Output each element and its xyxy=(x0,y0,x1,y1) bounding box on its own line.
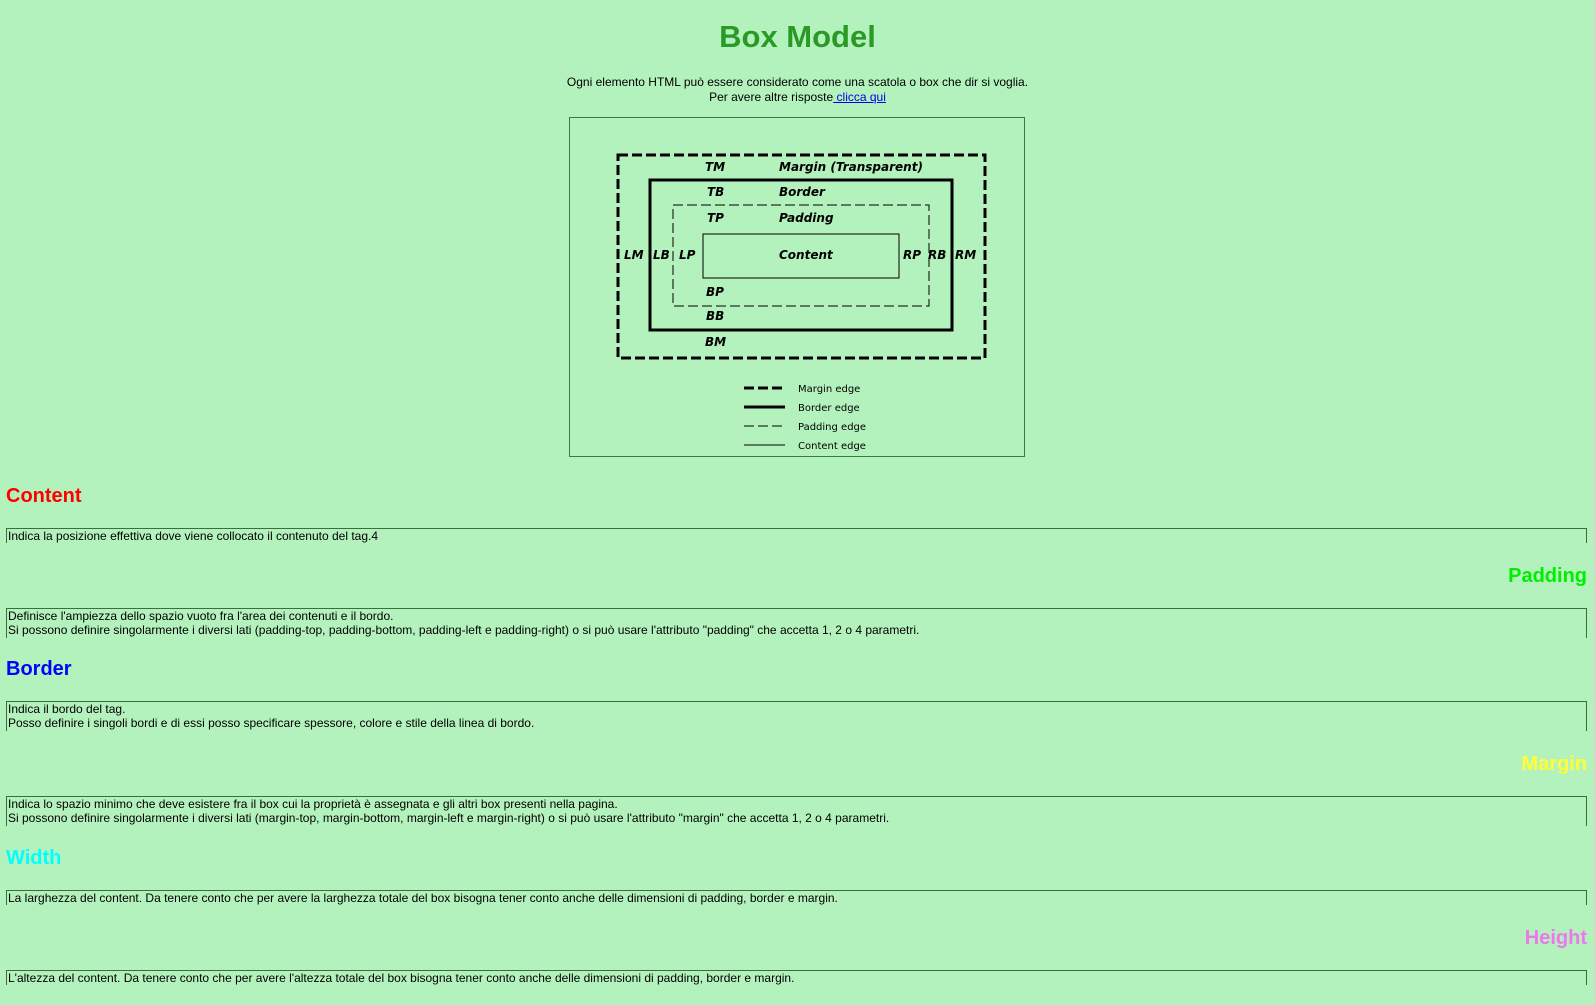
margin-description: Indica lo spazio minimo che deve esister… xyxy=(6,796,1587,826)
label-rm: RM xyxy=(955,248,976,262)
legend-padding-edge: Padding edge xyxy=(798,422,866,433)
height-description: L'altezza del content. Da tenere conto c… xyxy=(6,970,1587,985)
padding-line-2: Si possono definire singolarmente i dive… xyxy=(8,623,920,637)
intro-line-1: Ogni elemento HTML può essere considerat… xyxy=(566,75,1029,89)
border-edge-box xyxy=(648,178,954,332)
label-bm: BM xyxy=(705,335,726,349)
page-title: Box Model xyxy=(719,19,876,54)
label-tm: TM xyxy=(705,160,725,174)
legend-border-edge: Border edge xyxy=(798,403,860,414)
label-rb: RB xyxy=(928,248,946,262)
border-heading: Border xyxy=(6,658,72,680)
padding-heading: Padding xyxy=(1508,565,1587,587)
more-answers-link[interactable]: clicca qui xyxy=(833,90,886,104)
label-lb: LB xyxy=(653,248,670,262)
content-line-1: Indica la posizione effettiva dove viene… xyxy=(8,529,379,543)
width-line-1: La larghezza del content. Da tenere cont… xyxy=(8,891,838,905)
border-line-1: Indica il bordo del tag. xyxy=(8,702,126,716)
height-line-1: L'altezza del content. Da tenere conto c… xyxy=(8,971,795,985)
padding-description: Definisce l'ampiezza dello spazio vuoto … xyxy=(6,608,1587,638)
label-margin: Margin (Transparent) xyxy=(779,160,923,174)
content-heading: Content xyxy=(6,485,82,507)
label-lm: LM xyxy=(624,248,644,262)
padding-line-1: Definisce l'ampiezza dello spazio vuoto … xyxy=(8,609,394,623)
margin-line-2: Si possono definire singolarmente i dive… xyxy=(8,811,890,825)
label-bp: BP xyxy=(706,285,724,299)
legend-margin-edge: Margin edge xyxy=(798,384,860,395)
margin-edge-box xyxy=(616,153,987,360)
intro-line-2-prefix: Per avere altre risposte xyxy=(709,90,834,104)
label-rp: RP xyxy=(903,248,921,262)
legend-content-edge: Content edge xyxy=(798,441,866,452)
border-description: Indica il bordo del tag. Posso definire … xyxy=(6,701,1587,731)
box-model-diagram: TM Margin (Transparent) TB Border TP Pad… xyxy=(569,117,1025,457)
box-model-svg: TM Margin (Transparent) TB Border TP Pad… xyxy=(616,153,987,452)
width-description: La larghezza del content. Da tenere cont… xyxy=(6,890,1587,905)
intro-line-2: Per avere altre risposte clicca qui xyxy=(0,90,1595,105)
margin-line-1: Indica lo spazio minimo che deve esister… xyxy=(8,797,618,811)
border-line-2: Posso definire i singoli bordi e di essi… xyxy=(8,716,535,730)
content-description: Indica la posizione effettiva dove viene… xyxy=(6,528,1587,543)
label-content: Content xyxy=(779,248,834,262)
label-tp: TP xyxy=(707,211,724,225)
label-border: Border xyxy=(779,185,826,199)
label-tb: TB xyxy=(707,185,724,199)
intro-text: Ogni elemento HTML può essere considerat… xyxy=(0,75,1595,105)
label-bb: BB xyxy=(706,309,724,323)
height-heading: Height xyxy=(1524,927,1587,949)
width-heading: Width xyxy=(6,847,62,869)
label-padding: Padding xyxy=(779,211,834,225)
content-edge-box xyxy=(702,233,900,279)
padding-edge-box xyxy=(672,204,930,307)
margin-heading: Margin xyxy=(1521,753,1587,775)
label-lp: LP xyxy=(679,248,696,262)
